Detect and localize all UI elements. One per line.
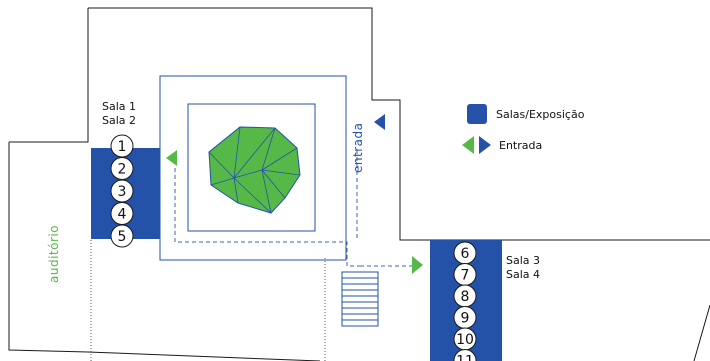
room-number-text: 6 <box>461 246 470 262</box>
atrium-inner-frame <box>187 103 316 232</box>
room-number-10: 10 <box>453 327 477 351</box>
room-number-text: 4 <box>118 207 127 223</box>
legend: Salas/Exposição Entrada <box>462 104 585 154</box>
room-number-text: 3 <box>118 184 127 200</box>
room-number-2: 2 <box>110 157 134 180</box>
room-number-text: 11 <box>456 354 474 361</box>
legend-entrada-label: Entrada <box>499 139 542 152</box>
entrance-arrow-main-icon <box>374 114 385 130</box>
central-sculpture <box>208 126 301 214</box>
room-number-text: 8 <box>461 289 470 305</box>
room-number-8: 8 <box>453 284 477 308</box>
room-number-6: 6 <box>453 241 477 265</box>
label-sala-3: Sala 3 <box>506 254 540 267</box>
label-sala-1: Sala 1 <box>102 100 136 113</box>
label-entrada: entrada <box>351 123 365 173</box>
room-number-7: 7 <box>453 263 477 286</box>
room-number-text: 10 <box>456 332 474 348</box>
label-sala-2: Sala 2 <box>102 114 136 127</box>
room-number-5: 5 <box>110 224 134 248</box>
entrance-arrow-left-icon <box>166 150 177 166</box>
room-number-9: 9 <box>453 306 477 329</box>
room-number-text: 2 <box>118 162 127 178</box>
room-number-4: 4 <box>110 202 134 225</box>
blue-square-icon <box>467 104 487 124</box>
label-auditorio: auditório <box>47 225 61 283</box>
stairs <box>341 271 379 327</box>
room-number-3: 3 <box>110 179 134 203</box>
room-number-1: 1 <box>110 134 134 158</box>
route-dashed-path <box>174 168 412 267</box>
room-number-text: 7 <box>461 268 470 284</box>
building-outline-right-diagonal <box>693 304 710 361</box>
entrance-arrows-icon <box>462 136 491 154</box>
room-number-circle <box>110 224 134 248</box>
room-number-text: 9 <box>461 311 470 327</box>
label-sala-4: Sala 4 <box>506 268 540 281</box>
left-room-numbers: 1 2 3 4 5 <box>110 134 134 248</box>
room-number-text: 1 <box>118 139 127 155</box>
right-room-numbers: 6 7 8 9 10 11 <box>453 241 477 361</box>
entrance-arrow-right-icon <box>412 256 423 274</box>
room-number-text: 5 <box>118 229 127 245</box>
legend-salas-label: Salas/Exposição <box>496 108 585 121</box>
